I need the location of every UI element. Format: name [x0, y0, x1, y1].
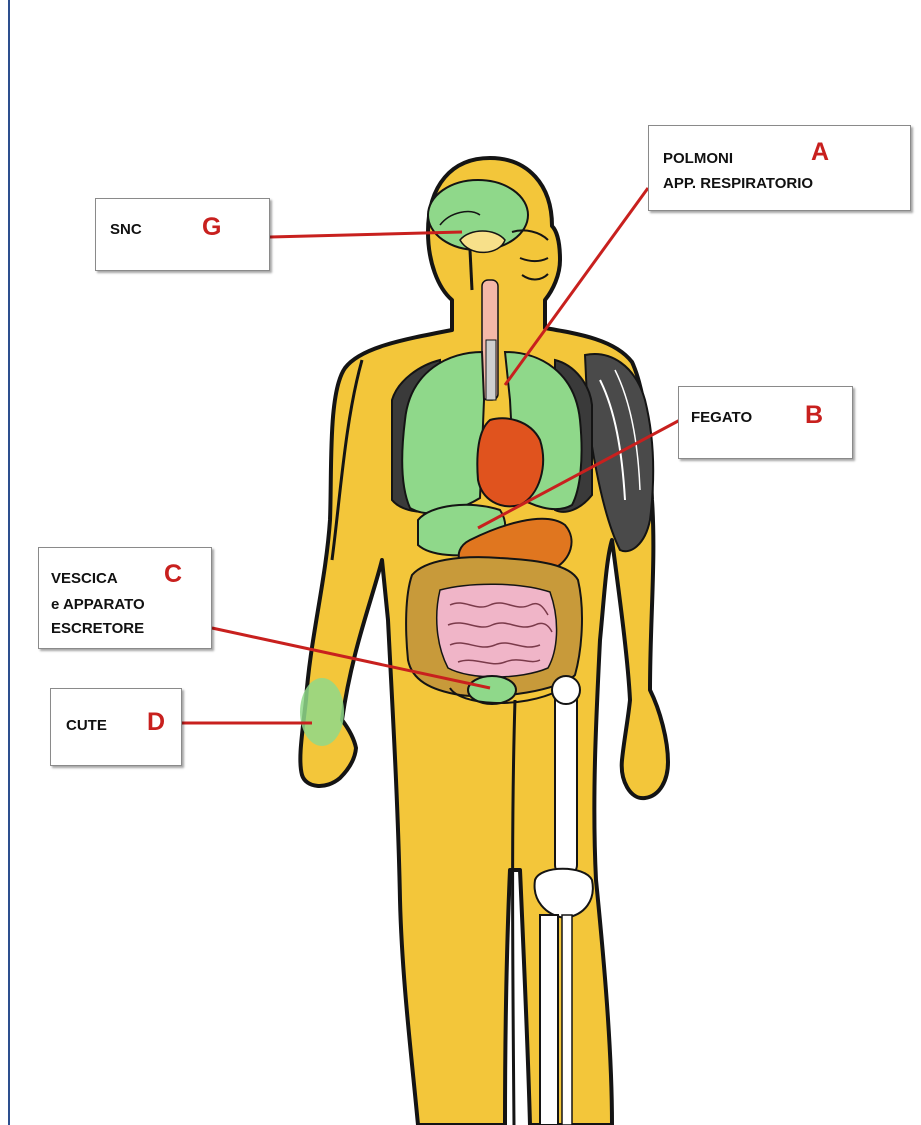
label-polmoni-letter: A [811, 140, 829, 165]
label-fegato-name: FEGATO [691, 407, 752, 428]
skin-patch [300, 678, 344, 746]
liver [477, 418, 543, 506]
label-vescica-line3: ESCRETORE [51, 618, 144, 639]
label-box-polmoni: POLMONI A APP. RESPIRATORIO [648, 125, 911, 211]
label-cute-letter: D [147, 710, 165, 735]
label-polmoni-line1: POLMONI [663, 148, 733, 169]
small-intestine [437, 584, 557, 677]
label-box-vescica: VESCICA C e APPARATO ESCRETORE [38, 547, 212, 649]
label-cute-name: CUTE [66, 715, 107, 736]
label-vescica-line2: e APPARATO [51, 594, 145, 615]
label-box-snc: SNC G [95, 198, 270, 271]
label-vescica-line1: VESCICA [51, 568, 118, 589]
label-polmoni-line2: APP. RESPIRATORIO [663, 173, 813, 194]
label-box-cute: CUTE D [50, 688, 182, 766]
trachea [482, 280, 498, 400]
leg-divider [513, 700, 515, 1125]
label-vescica-letter: C [164, 562, 182, 587]
label-snc-name: SNC [110, 219, 142, 240]
label-snc-letter: G [202, 215, 221, 240]
label-box-fegato: FEGATO B [678, 386, 853, 459]
label-fegato-letter: B [805, 403, 823, 428]
